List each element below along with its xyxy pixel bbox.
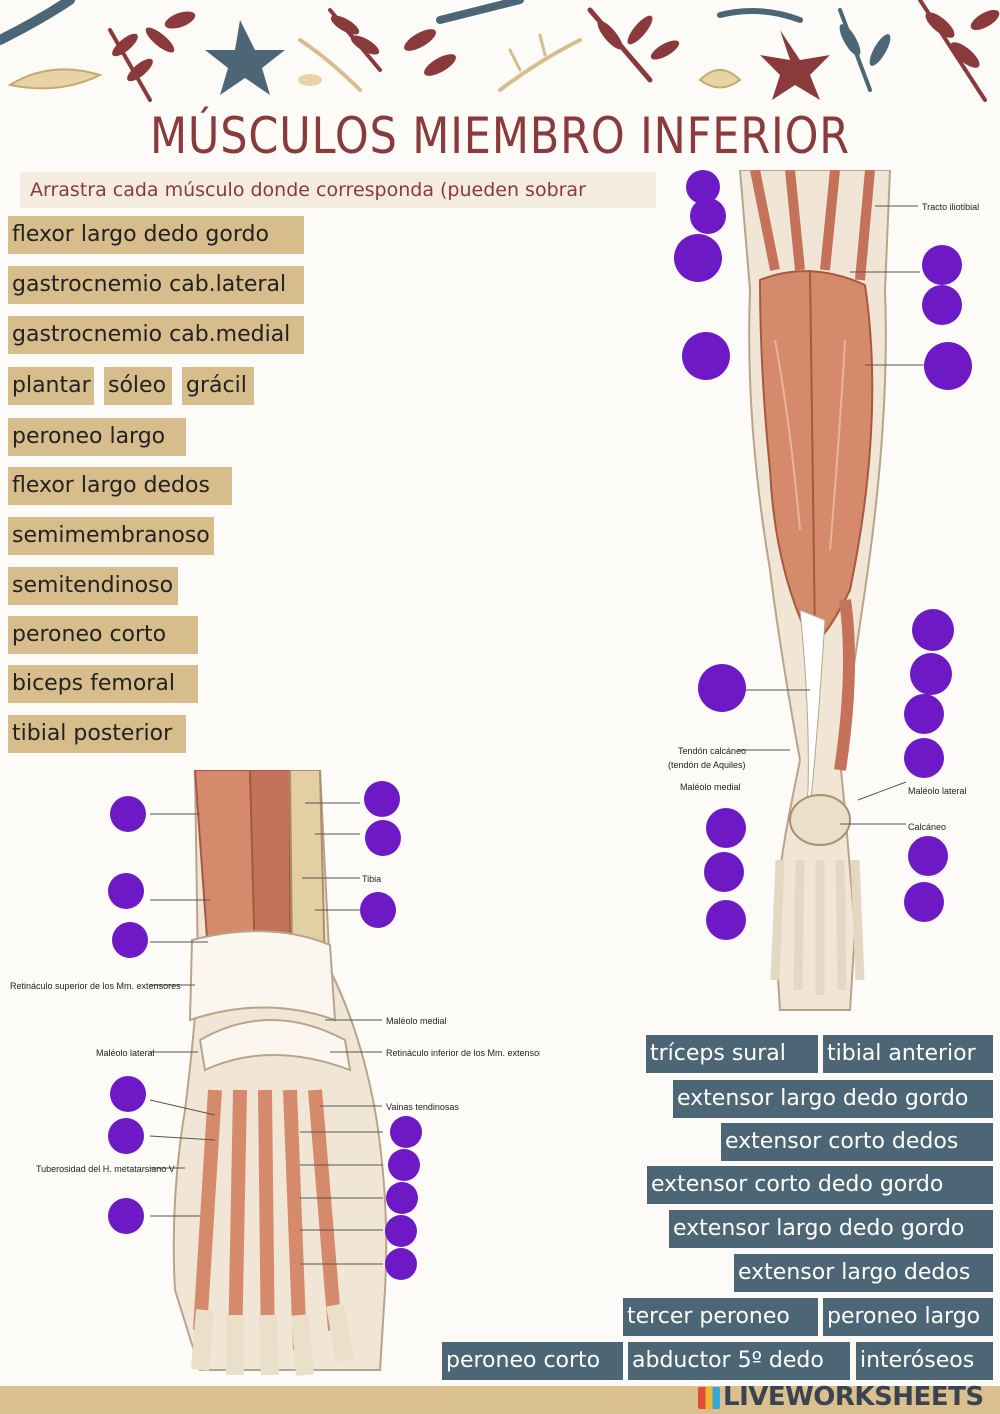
drop-target-dot[interactable] [908, 836, 948, 876]
instructions: Arrastra cada músculo donde corresponda … [20, 172, 656, 237]
label-tracto-iliotibial: Tracto iliotibial [922, 202, 979, 212]
drag-label[interactable]: extensor largo dedo gordo [673, 1080, 993, 1118]
label-tendon-aquiles: (tendón de Aquiles) [668, 760, 746, 770]
drag-label[interactable]: semitendinoso [8, 567, 178, 605]
drag-label[interactable]: peroneo largo [823, 1298, 993, 1336]
drag-label[interactable]: biceps femoral [8, 665, 198, 703]
label-maleolo-lateral: Maléolo lateral [908, 786, 967, 796]
drag-label[interactable]: gastrocnemio cab.lateral [8, 266, 304, 304]
drop-target-dot[interactable] [706, 808, 746, 848]
anterior-foot-illustration: Tibia Retináculo superior de los Mm. ext… [10, 770, 540, 1376]
drop-target-dot[interactable] [388, 1149, 420, 1181]
drag-label[interactable]: abductor 5º dedo [628, 1342, 850, 1380]
drag-label[interactable]: flexor largo dedos [8, 467, 232, 505]
drop-target-dot[interactable] [386, 1182, 418, 1214]
posterior-leg-illustration: Tracto iliotibial Tendón calcáneo (tendó… [668, 170, 979, 1011]
drop-target-dot[interactable] [364, 781, 400, 817]
drop-target-dot[interactable] [912, 609, 954, 651]
drag-label[interactable]: extensor largo dedos [734, 1254, 993, 1292]
drop-target-dot[interactable] [108, 873, 144, 909]
drop-target-dot[interactable] [108, 1198, 144, 1234]
drag-label[interactable]: semimembranoso [8, 517, 214, 555]
drop-target-dot[interactable] [682, 332, 730, 380]
drop-target-dot[interactable] [698, 664, 746, 712]
drag-label[interactable]: tibial posterior [8, 715, 186, 753]
drag-label[interactable]: peroneo largo [8, 418, 186, 456]
decorative-leaf-header [0, 0, 1000, 102]
drag-label[interactable]: plantar [8, 367, 94, 405]
label-tendon-calcaneo: Tendón calcáneo [678, 746, 746, 756]
drag-label[interactable]: peroneo corto [442, 1342, 623, 1380]
drop-target-dot[interactable] [365, 820, 401, 856]
drop-target-dot[interactable] [690, 198, 726, 234]
drag-label[interactable]: sóleo [104, 367, 172, 405]
drag-label[interactable]: tercer peroneo [623, 1298, 818, 1336]
drag-label[interactable]: gastrocnemio cab.medial [8, 316, 304, 354]
drop-target-dot[interactable] [110, 796, 146, 832]
label-maleolo-medial: Maléolo medial [680, 782, 741, 792]
label-maleolo-lateral-foot: Maléolo lateral [96, 1048, 155, 1058]
logo-icon [698, 1386, 720, 1409]
drag-label[interactable]: tríceps sural [646, 1035, 818, 1073]
drag-label[interactable]: tibial anterior [823, 1035, 993, 1073]
drop-target-dot[interactable] [385, 1215, 417, 1247]
drop-target-dot[interactable] [910, 653, 952, 695]
drop-target-dot[interactable] [108, 1118, 144, 1154]
drag-label[interactable]: extensor largo dedo gordo [669, 1210, 993, 1248]
brand-name: LIVEWORKSHEETS [723, 1382, 984, 1412]
drop-target-dot[interactable] [674, 234, 722, 282]
drag-label[interactable]: peroneo corto [8, 616, 198, 654]
drop-target-dot[interactable] [706, 900, 746, 940]
label-tuberosidad: Tuberosidad del H. metatarsiano V [36, 1164, 175, 1174]
drop-target-dot[interactable] [904, 738, 944, 778]
drag-label[interactable]: flexor largo dedo gordo [8, 216, 304, 254]
drag-label[interactable]: extensor corto dedos [721, 1123, 993, 1161]
label-retinaculo-inferior: Retináculo inferior de los Mm. extensore… [386, 1048, 540, 1058]
drop-target-dot[interactable] [904, 882, 944, 922]
drop-target-dot[interactable] [360, 892, 396, 928]
label-tibia: Tibia [362, 874, 381, 884]
drop-target-dot[interactable] [704, 852, 744, 892]
drag-label[interactable]: grácil [182, 367, 254, 405]
brand-logo: LIVEWORKSHEETS [698, 1380, 984, 1414]
drop-target-dot[interactable] [112, 922, 148, 958]
drop-target-dot[interactable] [110, 1076, 146, 1112]
drop-target-dot[interactable] [390, 1116, 422, 1148]
drop-target-dot[interactable] [922, 285, 962, 325]
drag-label[interactable]: extensor corto dedo gordo [647, 1166, 993, 1204]
label-vainas-tendinosas: Vainas tendinosas [386, 1102, 459, 1112]
page-title: MÚSCULOS MIEMBRO INFERIOR [149, 107, 851, 165]
label-retinaculo-superior: Retináculo superior de los Mm. extensore… [10, 981, 181, 991]
drag-label[interactable]: interóseos [856, 1342, 993, 1380]
drop-target-dot[interactable] [924, 342, 972, 390]
label-calcaneo: Calcáneo [908, 822, 946, 832]
label-maleolo-medial-foot: Maléolo medial [386, 1016, 447, 1026]
footer-bar [0, 1386, 1000, 1414]
drop-target-dot[interactable] [385, 1248, 417, 1280]
drop-target-dot[interactable] [904, 694, 944, 734]
drop-target-dot[interactable] [922, 245, 962, 285]
